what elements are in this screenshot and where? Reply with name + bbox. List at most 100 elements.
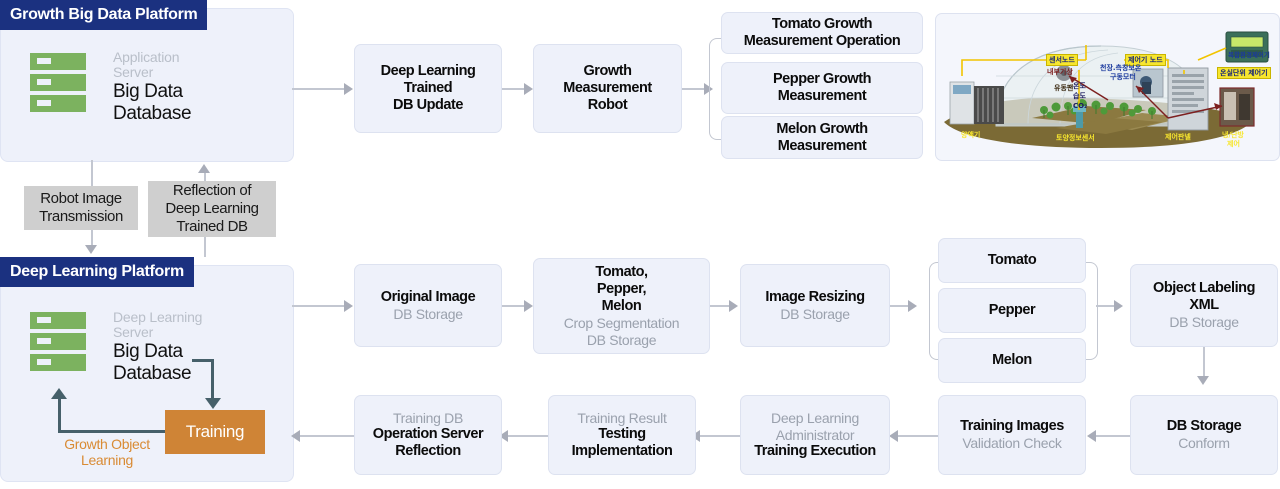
line-db-storage-to-training-images <box>1096 435 1130 437</box>
panel-title-deep-learning-platform: Deep Learning Platform <box>0 257 194 287</box>
box-line1-ol: Object Labeling <box>1152 280 1255 297</box>
box-line1-t: Tomato Growth <box>771 16 873 32</box>
box-grey1-ti: Validation Check <box>962 435 1062 452</box>
line-testing-to-operation-server <box>508 435 548 437</box>
arrowhead-to-operation-server <box>499 430 508 442</box>
arrowhead-to-growth-robot <box>524 83 533 95</box>
label-control-panel: 제어판넬 <box>1165 133 1191 141</box>
box-tomato-growth-measurement-operation[interactable]: Tomato Growth Measurement Operation <box>721 12 923 54</box>
arrowhead-robot-image-down <box>85 245 97 254</box>
bracket-crop-group-right <box>1085 262 1098 360</box>
server-label-application: Application Server Big Data Database <box>113 49 192 124</box>
box-training-images-validation-check[interactable]: Training Images Validation Check <box>938 395 1086 475</box>
smart-greenhouse-illustration: 센서노드 제어기 노드 온실단위 제어기 복합환경제어기 내부기상 온도 습도 … <box>935 13 1280 161</box>
box-line2-ol: XML <box>1189 297 1219 314</box>
line-object-labeling-down <box>1203 347 1205 379</box>
box-crop-pepper[interactable]: Pepper <box>938 288 1086 333</box>
line-execution-to-testing <box>700 435 740 437</box>
box-line2-r: Measurement <box>563 80 652 96</box>
box-db-storage-conform[interactable]: DB Storage Conform <box>1130 395 1278 475</box>
box-crop-segmentation-db-storage[interactable]: Tomato, Pepper, Melon Crop Segmentation … <box>533 258 710 354</box>
box-line2-os: Reflection <box>395 443 461 460</box>
box-line1-te: Training Execution <box>754 443 876 459</box>
box-original-image-db-storage[interactable]: Original Image DB Storage <box>354 264 502 347</box>
arrowhead-to-object-labeling <box>1114 300 1123 312</box>
box-grey2-cs: DB Storage <box>586 331 657 348</box>
box-line1-ir: Image Resizing <box>765 288 865 305</box>
line-panel-to-dl-trained-db <box>292 88 346 90</box>
bracket-crop-group-left <box>929 262 942 360</box>
line-resizing-to-crop-group <box>890 305 912 307</box>
box-line1-p: Pepper Growth <box>772 71 872 87</box>
box-line1: Deep Learning <box>380 63 476 79</box>
box-grey1-ol: DB Storage <box>1169 314 1239 331</box>
teal-arrowhead-up <box>51 388 67 399</box>
box-training-execution[interactable]: Deep Learning Administrator Training Exe… <box>740 395 890 475</box>
label-internal-weather: 내부기상 <box>1047 68 1073 76</box>
box-pepper-growth-measurement[interactable]: Pepper Growth Measurement <box>721 62 923 114</box>
box-line2: Trained <box>403 80 453 96</box>
server-label-deep-learning: Deep Learning Server Big Data Database <box>113 310 202 384</box>
arrowhead-to-crop-seg <box>524 300 533 312</box>
note-line1: Robot Image <box>40 190 122 207</box>
box-grey1-oi: DB Storage <box>393 305 463 322</box>
box-operation-server-reflection[interactable]: Training DB Operation Server Reflection <box>354 395 502 475</box>
arrowhead-to-image-resizing <box>729 300 738 312</box>
line-robot-to-measurement-group <box>682 88 708 90</box>
box-line1-ti: Training Images <box>960 418 1064 435</box>
bracket-measurement-group <box>709 38 722 140</box>
teal-line-db-to-training <box>192 359 214 362</box>
label-humidity: 습도 <box>1073 92 1086 100</box>
box-line2-t: Measurement Operation <box>743 33 901 49</box>
server-main-line1: Big Data <box>113 81 183 102</box>
training-box[interactable]: Training <box>165 410 265 454</box>
arrowhead-reflection-up <box>198 164 210 173</box>
label-nutrient-machine: 양액기 <box>961 131 981 139</box>
box-melon-growth-measurement[interactable]: Melon Growth Measurement <box>721 116 923 159</box>
note-line1-r: Reflection of <box>172 182 252 199</box>
label-greenhouse-unit-controller: 온실단위 제어기 <box>1217 67 1271 79</box>
teal-arrowhead-down <box>205 398 221 409</box>
box-line3-r: Robot <box>587 97 628 113</box>
box-crop-tomato[interactable]: Tomato <box>938 238 1086 283</box>
arrowhead-to-crop-group <box>908 300 917 312</box>
line-crop-seg-to-resizing <box>710 305 732 307</box>
label-soil-info-sensor: 토양정보센서 <box>1056 134 1095 142</box>
arrowhead-to-training-images <box>1087 430 1096 442</box>
box-image-resizing-db-storage[interactable]: Image Resizing DB Storage <box>740 264 890 347</box>
arrowhead-to-dl-trained-db <box>344 83 353 95</box>
server-rack-icon <box>30 53 86 115</box>
box-crop-melon[interactable]: Melon <box>938 338 1086 383</box>
line-dlpanel-to-original-image <box>292 305 346 307</box>
box-growth-measurement-robot[interactable]: Growth Measurement Robot <box>533 44 682 133</box>
box-object-labeling-xml-db-storage[interactable]: Object Labeling XML DB Storage <box>1130 264 1278 347</box>
box-deep-learning-trained-db-update[interactable]: Deep Learning Trained DB Update <box>354 44 502 133</box>
server-sub-line1: Application <box>113 49 180 65</box>
box-testing-implementation[interactable]: Training Result Testing Implementation <box>548 395 696 475</box>
note-reflection-deep-learning-trained-db: Reflection of Deep Learning Trained DB <box>148 181 276 237</box>
label-cooling-heating-line2: 제어 <box>1227 140 1240 148</box>
label-circulation-fan: 유동팬 <box>1054 84 1074 92</box>
box-line2-m: Measurement <box>777 137 867 154</box>
arrowhead-to-training-execution <box>889 430 898 442</box>
arrowhead-to-deep-learning-panel <box>291 430 300 442</box>
box-grey2-te: Administrator <box>775 426 855 443</box>
server-sub-line2-dl: Server <box>113 324 154 340</box>
box-line1-tm: Testing <box>598 426 646 443</box>
box-grey1-ir: DB Storage <box>780 305 850 322</box>
box-grey1-db: Conform <box>1178 435 1230 452</box>
line-operation-server-to-dlpanel <box>300 435 354 437</box>
label-roof-window-motor-line1: 천장.측창보온 <box>1100 64 1142 72</box>
box-line1-cs: Tomato, <box>595 264 648 280</box>
gol-line1: Growth Object <box>64 436 150 452</box>
label-temperature: 온도 <box>1073 82 1086 90</box>
label-controller-node: 제어기 노드 <box>1125 54 1166 66</box>
server-rack-icon-deep-learning <box>30 312 86 374</box>
box-line1-db: DB Storage <box>1166 418 1242 435</box>
line-crop-group-to-object-labeling <box>1096 305 1118 307</box>
teal-line-up-to-server <box>58 398 61 431</box>
box-line2-tm: Implementation <box>571 443 673 460</box>
label-sensor-node: 센서노드 <box>1046 54 1078 66</box>
box-line3: DB Update <box>392 97 464 113</box>
